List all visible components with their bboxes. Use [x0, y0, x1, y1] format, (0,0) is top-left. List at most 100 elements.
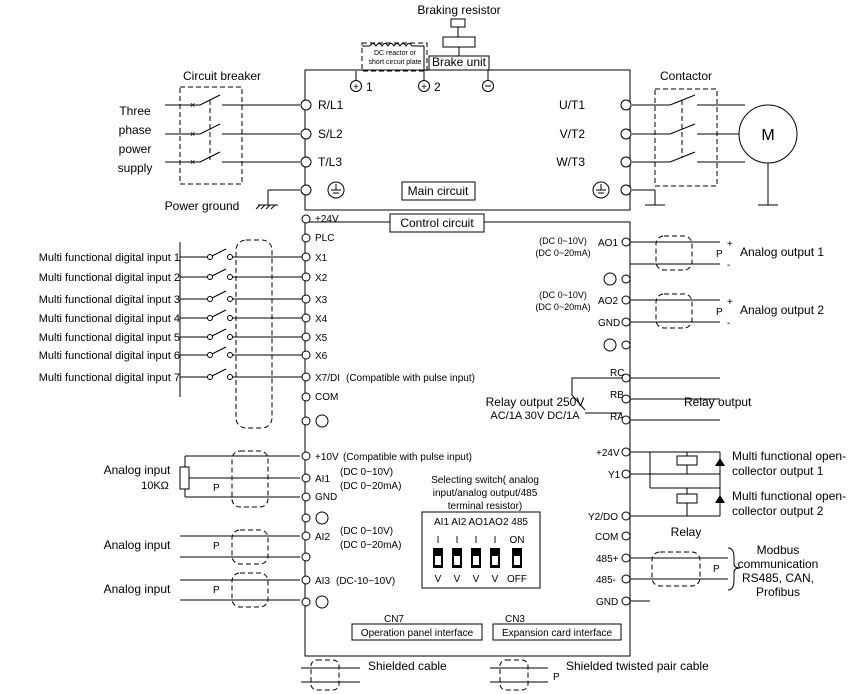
terminal-ut1-icon [620, 99, 632, 111]
switch-title-2: input/analog output/485 [433, 488, 538, 499]
oc1-label-b: collector output 1 [732, 464, 824, 478]
v10-pulse-note: (Compatible with pulse input) [343, 452, 472, 463]
switch-top-mark: ON [510, 535, 525, 546]
plus1-terminal-icon [350, 80, 362, 92]
control-circuit-label: Control circuit [400, 216, 474, 230]
shielded-cable-icon [310, 659, 340, 691]
ao2-minus: - [727, 318, 730, 329]
twisted-pair-icon [499, 659, 529, 691]
ao1-plus: + [727, 239, 733, 250]
ao1-range-1: (DC 0~10V) [539, 236, 587, 246]
terminal-ut1-label: U/T1 [559, 98, 585, 112]
dc-reactor-label-2: short circuit plate [369, 59, 422, 66]
digital-input-row: Multi functional digital input 2 X2 [39, 268, 328, 284]
terminal-rl1-icon [300, 99, 312, 111]
supply-label: supply [118, 161, 153, 175]
ai1-label: AI1 [315, 474, 330, 485]
digital-terminal-label: X3 [315, 295, 328, 306]
diode-icon [715, 458, 725, 466]
rs485-label: RS485, CAN, [742, 571, 814, 585]
ground-symbol-icon [315, 414, 329, 428]
svg-text:+: + [353, 82, 359, 93]
digital-input-label: Multi functional digital input 6 [39, 350, 180, 362]
ai2-p-label: P [213, 541, 220, 552]
digital-terminal-label: X4 [315, 314, 328, 325]
analog-output-1-label: Analog output 1 [740, 245, 824, 259]
switch-contact-icon [207, 374, 213, 380]
ao1-p: P [716, 249, 723, 260]
control-circuit-outline [304, 221, 631, 657]
relay-spec-2: AC/1A 30V DC/1A [490, 410, 580, 422]
digital-input-label: Multi functional digital input 1 [39, 252, 180, 264]
switch-contact-icon [207, 254, 213, 260]
relay-label: Relay [671, 525, 702, 539]
terminal-icon [301, 350, 311, 360]
plus2-label: 2 [434, 80, 441, 94]
dc-reactor-label-1: DC reactor or [374, 50, 417, 57]
profibus-label: Profibus [756, 585, 800, 599]
switch-bottom-mark: OFF [507, 574, 527, 585]
dc-reactor-box [361, 42, 428, 72]
breaker-switches: × × × [165, 94, 300, 167]
phase-label: phase [119, 123, 152, 137]
digital-terminal-label: X5 [315, 333, 328, 344]
contactor-box [654, 88, 718, 187]
switch-bottom-mark: V [492, 574, 499, 585]
switch-top-mark: I [456, 535, 459, 546]
ao1-minus: - [727, 260, 730, 271]
power-label: power [119, 142, 152, 156]
braking-resistor-icon [450, 18, 466, 28]
rc-label: RC [610, 368, 624, 379]
diode-icon [715, 495, 725, 503]
terminal-icon [301, 252, 311, 262]
digital-input-label: Multi functional digital input 5 [39, 332, 180, 344]
open-collector-circuit [630, 451, 725, 517]
svg-text:×: × [190, 100, 195, 110]
ao-gnd-label: GND [598, 318, 620, 329]
switch-contact-icon [207, 274, 213, 280]
oc2-label-b: collector output 2 [732, 504, 824, 518]
twisted-p-label: P [553, 672, 560, 683]
digital-inputs [179, 239, 273, 429]
ao2-p: P [716, 307, 723, 318]
plc-label: PLC [315, 233, 334, 244]
analog-input-1-label: Analog input [104, 463, 171, 477]
digital-terminal-label: X2 [315, 273, 328, 284]
relay-coil-icon [676, 493, 698, 504]
ai2-range-2: (DC 0~20mA) [340, 540, 401, 551]
oc1-label-a: Multi functional open- [732, 449, 846, 463]
ai1-range-2: (DC 0~20mA) [340, 481, 401, 492]
digital-input-label: Multi functional digital input 2 [39, 272, 180, 284]
contactor-label: Contactor [660, 69, 712, 83]
switch-bottom-mark: V [454, 574, 461, 585]
switch-bottom-mark: V [435, 574, 442, 585]
switch-top-mark: I [494, 535, 497, 546]
terminal-wt3-label: W/T3 [556, 155, 585, 169]
motor-label: M [761, 127, 774, 144]
svg-text:×: × [190, 129, 195, 139]
ground-symbol-icon [315, 595, 329, 609]
comm-gnd-label: GND [596, 597, 618, 608]
ground-symbol-icon [603, 272, 617, 286]
m485-label: 485- [596, 575, 616, 586]
ai3-p-label: P [213, 585, 220, 596]
relay-spec-1: Relay output 250V [486, 395, 585, 409]
switch-title-3: terminal resistor) [448, 501, 522, 512]
switch-top-mark: I [437, 535, 440, 546]
cn3-interface: Expansion card interface [502, 628, 613, 639]
oc-com-label: COM [595, 532, 618, 543]
y2-label: Y2/DO [588, 512, 618, 523]
terminal-vt2-icon [620, 128, 632, 140]
terminal-vt2-label: V/T2 [560, 127, 586, 141]
plus2-terminal-icon [418, 80, 430, 92]
analog-input-3-label: Analog input [104, 582, 171, 596]
modbus-label: Modbus [757, 543, 800, 557]
p485-label: 485+ [596, 554, 619, 565]
shielded-cable-label: Shielded cable [368, 659, 447, 673]
relay-output-label: Relay output [684, 395, 752, 409]
